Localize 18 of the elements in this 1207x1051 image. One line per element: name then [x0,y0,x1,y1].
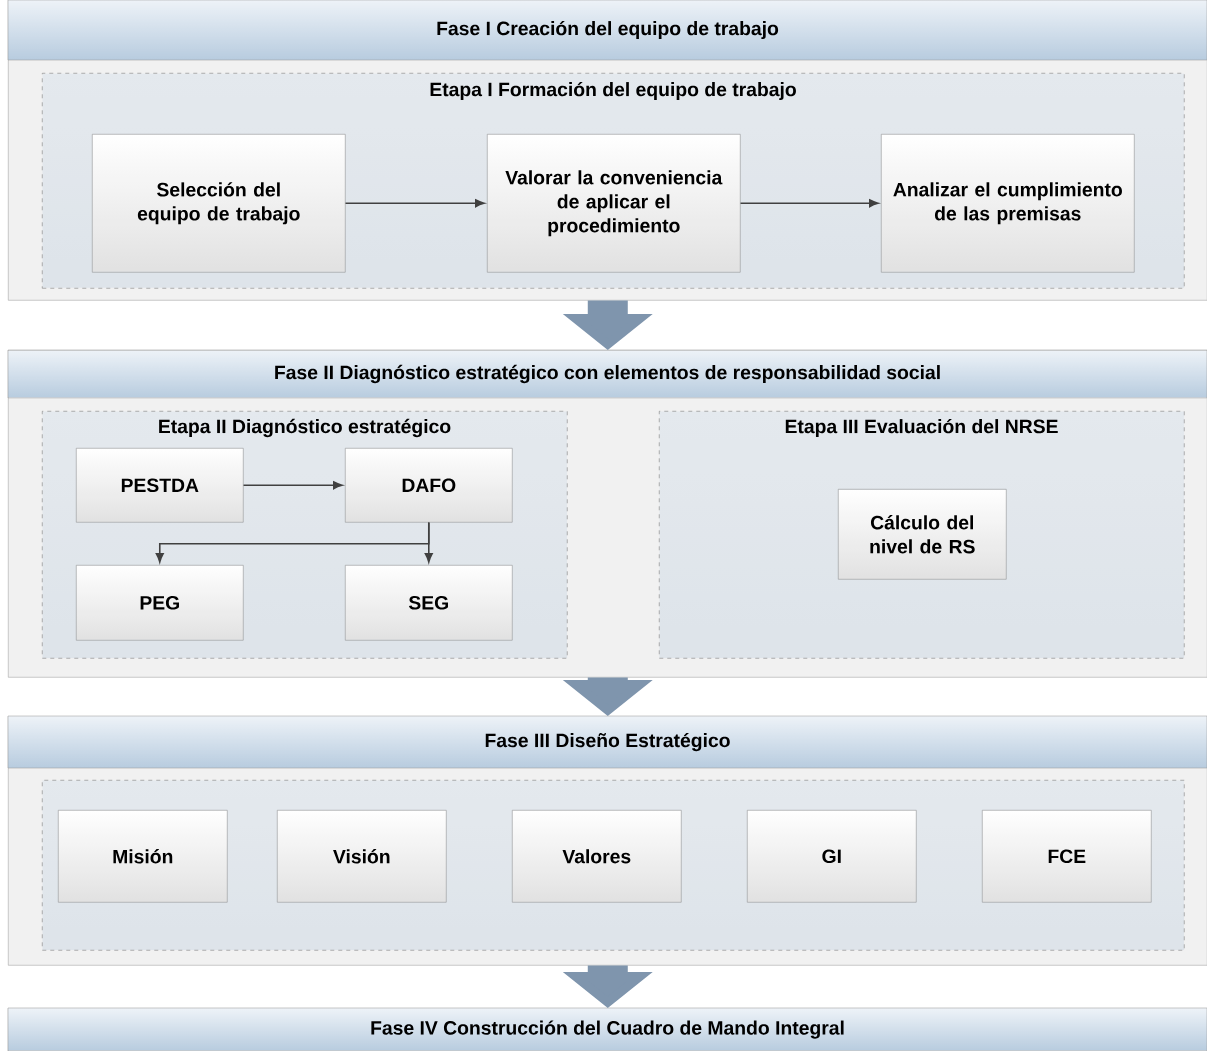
step-box: Selección del equipo de trabajo [92,134,346,273]
step-box: Visión [277,810,447,903]
step-box: PEG [76,565,244,641]
arrow [344,199,485,208]
arrow [242,481,343,490]
arrow [424,521,433,563]
step-box: DAFO [345,448,513,523]
phase-panel: Fase IV Construcción del Cuadro de Mando Integral [7,1007,1207,1051]
step-box: Valorar la conveniencia de aplicar el procedimiento [487,134,741,273]
step-box: Misión [58,810,228,903]
step-box: PESTDA [76,448,244,523]
step-box: GI [747,810,917,903]
step-box: Analizar el cumplimiento de las premisas [881,134,1135,273]
step-box: FCE [982,810,1152,903]
step-box: SEG [345,565,513,641]
step-box: Cálculo del nivel de RS [838,489,1007,580]
arrow [739,199,879,208]
step-box: Valores [512,810,682,903]
